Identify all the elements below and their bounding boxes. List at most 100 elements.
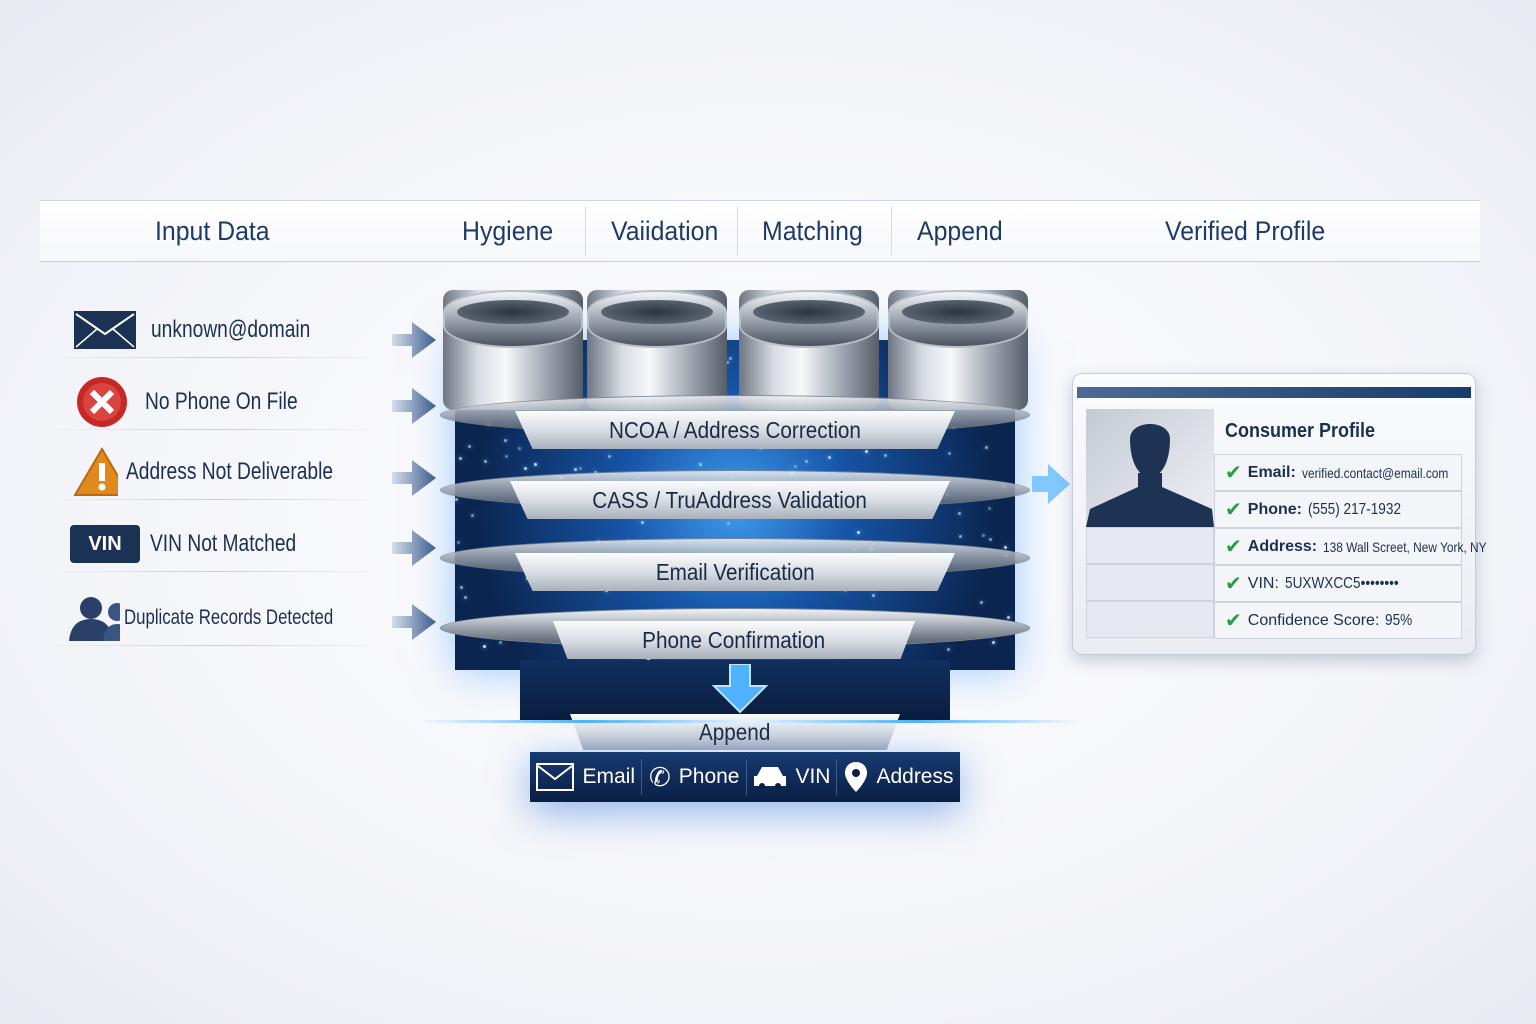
sparkle <box>981 533 985 537</box>
sparkle <box>457 541 461 545</box>
check-icon: ✔ <box>1225 499 1242 521</box>
sparkle <box>647 657 651 661</box>
users-icon <box>69 597 120 641</box>
profile-field-vin: ✔VIN:5UXWXCC5•••••••• <box>1214 565 1462 602</box>
sparkle <box>729 356 733 360</box>
sparkle <box>883 454 887 458</box>
output-phone: ✆Phone <box>643 759 747 795</box>
input-label: Address Not Deliverable <box>126 458 334 485</box>
sparkle <box>1004 546 1008 550</box>
person-silhouette-icon <box>1086 424 1214 527</box>
cylinder-hygiene <box>443 290 583 410</box>
output-address: Address <box>838 759 959 795</box>
input-item: unknown@domain <box>45 300 385 360</box>
sparkle <box>727 522 731 526</box>
sparkle <box>503 439 507 443</box>
input-label: No Phone On File <box>145 388 298 415</box>
down-arrow-icon <box>712 664 768 714</box>
sparkle <box>871 594 875 598</box>
sparkle <box>574 467 578 471</box>
header-verified-profile: Verified Profile <box>1165 216 1326 246</box>
profile-field-address: ✔Address:138 Wall Screet, New York, NY <box>1214 528 1487 565</box>
sparkle <box>483 459 487 463</box>
glow-line <box>420 720 1080 723</box>
divider <box>891 206 892 256</box>
sparkle <box>464 595 468 599</box>
sparkle <box>856 531 860 535</box>
cylinder-append <box>888 290 1028 410</box>
sparkle <box>804 460 808 464</box>
band-cass: CASS / TruAddress Validation <box>510 481 950 519</box>
cylinder-validation <box>587 290 727 410</box>
sparkle <box>578 466 582 470</box>
arrow-icon <box>392 530 436 566</box>
sparkle <box>455 498 459 502</box>
sparkle <box>533 462 537 466</box>
header-stage-hygiene: Hygiene <box>462 216 554 246</box>
sparkle <box>992 641 996 645</box>
sparkle <box>988 537 992 541</box>
vin-badge-icon: VIN <box>70 525 140 563</box>
header-stage-append: Append <box>917 216 1003 246</box>
envelope-icon <box>536 763 575 791</box>
sparkle <box>482 645 486 649</box>
check-icon: ✔ <box>1225 536 1242 558</box>
envelope-icon <box>74 311 136 349</box>
input-item: No Phone On File <box>45 372 385 432</box>
sparkle <box>504 454 508 458</box>
output-vin: VIN <box>747 759 838 795</box>
profile-title: Consumer Profile <box>1225 420 1376 442</box>
cylinder-matching <box>739 290 879 410</box>
error-x-icon <box>77 377 127 427</box>
profile-field-email: ✔Email:verified.contact@email.com <box>1214 454 1462 491</box>
check-icon: ✔ <box>1225 610 1242 632</box>
header-bar <box>40 200 1480 262</box>
input-item: Duplicate Records Detected <box>45 588 385 648</box>
sparkle <box>458 456 462 460</box>
profile-field-phone: ✔Phone:(555) 217-1932 <box>1214 491 1462 528</box>
sparkle <box>865 449 869 453</box>
sparkle <box>641 520 645 524</box>
input-label: VIN Not Matched <box>150 530 297 557</box>
arrow-icon <box>392 460 436 496</box>
consumer-profile-card: Consumer Profile ✔Email:verified.contact… <box>1072 373 1487 655</box>
output-email: Email <box>530 759 642 795</box>
sparkle <box>608 454 612 458</box>
arrow-icon <box>392 322 436 358</box>
divider <box>585 206 586 256</box>
sparkle <box>957 511 961 515</box>
header-input-data: Input Data <box>155 216 270 246</box>
input-arrows <box>392 322 436 640</box>
sparkle <box>948 451 951 455</box>
sparkle <box>726 360 730 364</box>
avatar <box>1086 409 1214 527</box>
input-label: unknown@domain <box>151 316 311 343</box>
check-icon: ✔ <box>1225 462 1242 484</box>
input-item: VIN VIN Not Matched <box>45 514 385 574</box>
band-phone-confirmation: Phone Confirmation <box>553 621 915 659</box>
divider <box>737 206 738 256</box>
input-label: Duplicate Records Detected <box>123 606 333 629</box>
arrow-icon <box>392 388 436 424</box>
check-icon: ✔ <box>1225 573 1242 595</box>
header-stage-validation: Vaiidation <box>611 216 719 246</box>
sparkle <box>985 445 989 449</box>
warning-icon <box>73 447 119 496</box>
band-ncoa: NCOA / Address Correction <box>515 411 955 449</box>
band-email-verification: Email Verification <box>515 553 955 591</box>
append-outputs-bar: Email ✆Phone VIN Address <box>530 752 960 802</box>
sparkle <box>987 507 991 511</box>
sparkle <box>827 456 831 460</box>
sparkle <box>947 648 951 652</box>
profile-field-confidence: ✔Confidence Score:95% <box>1214 602 1462 639</box>
map-pin-icon <box>845 762 868 792</box>
car-icon <box>754 767 787 789</box>
phone-icon: ✆ <box>648 761 671 792</box>
sparkle <box>958 534 962 538</box>
sparkle <box>459 585 463 589</box>
input-item: Address Not Deliverable <box>45 442 385 502</box>
sparkle <box>980 600 984 604</box>
sparkle <box>523 466 527 470</box>
sparkle <box>471 514 475 518</box>
arrow-icon <box>392 604 436 640</box>
